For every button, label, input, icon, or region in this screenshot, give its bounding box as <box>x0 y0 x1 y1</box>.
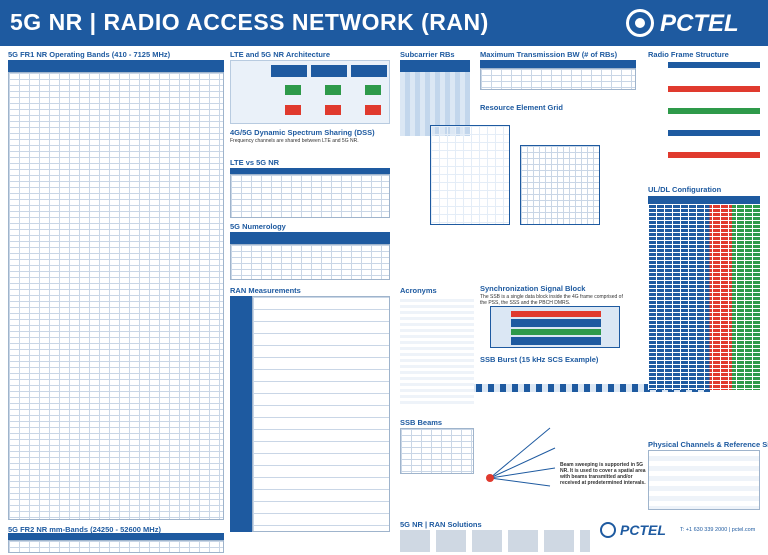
lte-vs-nr-header <box>230 168 390 174</box>
maxbw-section-title: Maximum Transmission BW (# of RBs) <box>480 50 618 59</box>
pbch-block <box>511 337 601 345</box>
gnb-block <box>325 105 341 115</box>
footer-contact: T: +1 630 339 2000 | pctel.com <box>680 527 756 533</box>
solutions-section-title: 5G NR | RAN Solutions <box>400 520 482 529</box>
maxbw-header <box>480 60 636 68</box>
architecture-diagram <box>230 60 390 124</box>
fr2-band-table <box>8 540 224 553</box>
acronyms-section-title: Acronyms <box>400 286 437 295</box>
subcarrier-section-title: Subcarrier RBs <box>400 50 455 59</box>
resource-grid-area <box>430 125 510 225</box>
footer-logo-icon <box>600 522 616 538</box>
acronyms-list <box>400 296 474 406</box>
enb-block <box>365 85 381 95</box>
enb-block <box>325 85 341 95</box>
lte-vs-nr-table <box>230 174 390 218</box>
ul-dl-header <box>648 196 760 204</box>
fr2-table-header <box>8 533 224 540</box>
ran-meas-table <box>252 296 390 532</box>
ssb-burst-diagram <box>400 366 760 406</box>
ssb-beams-section-title: SSB Beams <box>400 418 443 427</box>
phys-section-title: Physical Channels & Reference Signals <box>648 440 768 449</box>
slot-bar <box>668 152 760 158</box>
footer-brand: PCTEL <box>620 522 666 538</box>
ssb-burst-section-title: SSB Burst (15 kHz SCS Example) <box>480 355 599 364</box>
slot-bar <box>668 130 760 136</box>
maxbw-table <box>480 68 636 90</box>
resource-element-grid <box>400 115 636 265</box>
ssb-description: The SSB is a single data block inside th… <box>480 294 623 306</box>
numerology-header <box>230 232 390 244</box>
logo-ring-icon <box>626 9 654 37</box>
pctel-logo: PCTEL <box>626 8 756 38</box>
page-header: 5G NR | RADIO ACCESS NETWORK (RAN) PCTEL <box>0 0 768 46</box>
gnb-block <box>365 105 381 115</box>
numerology-table <box>230 244 390 280</box>
beams-description: Beam sweeping is supported in 5G NR. It … <box>560 462 646 486</box>
gnb-block <box>285 105 301 115</box>
fr2-section-title: 5G FR2 NR mm-Bands (24250 - 52600 MHz) <box>8 525 161 534</box>
slot-bar <box>668 108 760 114</box>
dss-section-title: 4G/5G Dynamic Spectrum Sharing (DSS) <box>230 128 375 137</box>
lte-vs-nr-section-title: LTE vs 5G NR <box>230 158 280 167</box>
ran-meas-label-column <box>230 296 252 532</box>
slot-bar <box>668 86 760 92</box>
footer: PCTEL T: +1 630 339 2000 | pctel.com <box>600 518 760 548</box>
frame-section-title: Radio Frame Structure <box>648 50 729 59</box>
fr1-table-header <box>8 60 224 72</box>
ssb-beams-table <box>400 428 474 474</box>
dss-description: Frequency channels are shared between LT… <box>230 138 359 144</box>
page-title: 5G NR | RADIO ACCESS NETWORK (RAN) <box>10 9 489 35</box>
arch-section-title: LTE and 5G NR Architecture <box>230 50 331 59</box>
fr1-section-title: 5G FR1 NR Operating Bands (410 - 7125 MH… <box>8 50 171 59</box>
ul-dl-section-title: UL/DL Configuration <box>648 185 722 194</box>
core-block <box>351 65 387 77</box>
fr1-band-table <box>8 72 224 520</box>
pss-block <box>511 311 601 317</box>
ssb-diagram <box>490 306 620 348</box>
ran-meas-section-title: RAN Measurements <box>230 286 301 295</box>
ssb-section-title: Synchronization Signal Block <box>480 284 586 293</box>
core-block <box>271 65 307 77</box>
frame-structure-diagram <box>648 60 760 175</box>
ul-dl-table <box>648 204 760 390</box>
enb-block <box>285 85 301 95</box>
logo-wordmark: PCTEL <box>660 10 739 37</box>
ssb-burst-bar <box>440 384 710 392</box>
pbch-block <box>511 319 601 327</box>
subcarrier-header <box>400 60 470 72</box>
solutions-products <box>400 530 590 552</box>
core-block <box>311 65 347 77</box>
beam-sweep-icon <box>486 427 556 487</box>
numerology-section-title: 5G Numerology <box>230 222 286 231</box>
frame-bar <box>668 62 760 68</box>
phys-channels-table <box>648 450 760 510</box>
resource-grid-detail <box>520 145 600 225</box>
reg-section-title: Resource Element Grid <box>480 103 563 112</box>
sss-block <box>511 329 601 335</box>
